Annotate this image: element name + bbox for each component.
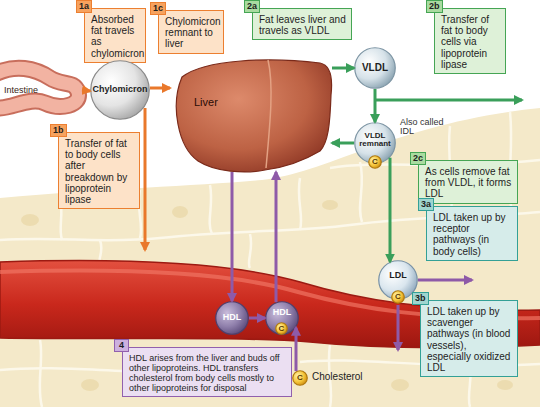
lipoprotein-particle: VLDL (354, 47, 396, 89)
callout-number: 1c (150, 2, 166, 15)
node-label: C (391, 293, 405, 301)
intestine-wall (0, 68, 78, 108)
liver-outline (176, 60, 331, 172)
particle-outline (266, 302, 299, 335)
lipoprotein-particle: Chylomicron (90, 60, 150, 120)
callout-number: 1a (76, 0, 92, 13)
callout-number: 1b (50, 124, 67, 137)
flow-arrow (389, 158, 392, 262)
shape-outline (170, 55, 332, 172)
callout-text: Transfer of fat to body cells via lipopr… (441, 14, 501, 70)
particle-outline (276, 323, 288, 335)
callout-box: 1cChylomicron remnant to liver (158, 10, 224, 54)
particle-outline (392, 291, 405, 304)
cholesterol-badge: C (391, 290, 405, 304)
lipoprotein-particle: VLDL remnantAlso called IDLC (354, 122, 396, 164)
callout-number: 2c (410, 152, 426, 165)
node-label: HDL (265, 309, 299, 318)
cell-membrane (299, 178, 301, 230)
particle-outline (355, 48, 396, 89)
cell-membrane (249, 234, 251, 268)
flow-arrow (275, 172, 278, 302)
callout-number: 4 (114, 339, 129, 352)
callout-text: As cells remove fat from VLDL, it forms … (425, 166, 513, 200)
flow-arrow (332, 67, 354, 70)
callout-text: HDL arises from the liver and buds off o… (129, 353, 287, 393)
particle-outline (293, 371, 308, 386)
node-label: LDL (378, 271, 418, 280)
callout-box: 2bTransfer of fat to body cells via lipo… (434, 8, 506, 74)
node-label: HDL (215, 313, 249, 322)
flow-arrow (82, 90, 90, 91)
callout-box: 2aFat leaves liver and travels as VLDL (252, 8, 352, 40)
flow-arrow (374, 89, 377, 122)
node-label: Intestine (4, 86, 38, 95)
cell-nucleus (497, 380, 513, 390)
callout-number: 3b (412, 292, 429, 305)
intestine-organ: Intestine (0, 62, 82, 120)
cholesterol-badge: CCholesterol (292, 370, 308, 386)
node-label: C (368, 158, 382, 166)
node-label: VLDL remnant (354, 131, 396, 148)
cell-nucleus (21, 214, 39, 226)
fat-transfer-arrow (375, 99, 522, 102)
node-label: Chylomicron (90, 85, 150, 94)
callout-text: LDL taken up by scavenger pathways (in b… (427, 306, 513, 373)
side-label: Cholesterol (312, 372, 363, 383)
liver-ligament (266, 60, 271, 168)
callout-text: Transfer of fat to body cells after brea… (65, 138, 135, 205)
particle-outline (369, 156, 382, 169)
flow-arrow (332, 142, 354, 145)
lipoprotein-particle: HDL (215, 301, 249, 335)
intestine-tube (0, 68, 78, 108)
cholesterol-badge: C (275, 322, 288, 335)
callout-box: 1aAbsorbed fat travels as chylomicron (84, 8, 146, 63)
node-label: Liver (194, 97, 218, 109)
callout-number: 2b (426, 0, 443, 13)
node-label: VLDL (354, 63, 396, 74)
callout-text: LDL taken up by receptor pathways (in bo… (433, 212, 513, 257)
callout-number: 2a (244, 0, 260, 13)
node-label: C (292, 374, 308, 382)
callout-text: Chylomicron remnant to liver (165, 16, 219, 50)
callout-box: 3aLDL taken up by receptor pathways (in … (426, 206, 518, 261)
cell-nucleus (172, 206, 188, 218)
cell-nucleus (81, 379, 99, 391)
side-label: Also called IDL (400, 118, 452, 137)
node-label: C (275, 324, 288, 332)
cell-nucleus (391, 379, 409, 391)
cell-nucleus (322, 200, 338, 210)
callout-box: 4HDL arises from the liver and buds off … (122, 347, 292, 397)
uptake-arrow (418, 279, 472, 282)
fat-transfer-arrow (144, 108, 147, 250)
callout-box: 3bLDL taken up by scavenger pathways (in… (420, 300, 518, 377)
callout-box: 1bTransfer of fat to body cells after br… (58, 132, 140, 209)
flow-arrow (249, 317, 265, 320)
cell-membrane (40, 340, 42, 407)
cell-membrane (360, 162, 362, 222)
liver-organ: Liver (170, 55, 332, 172)
lipoprotein-particle: HDL C (265, 301, 299, 335)
flow-arrow (295, 328, 298, 371)
cell-membrane (100, 240, 102, 262)
callout-text: Fat leaves liver and travels as VLDL (259, 14, 347, 36)
callout-text: Absorbed fat travels as chylomicron (91, 14, 141, 59)
particle-outline (216, 302, 249, 335)
particle-outline (91, 61, 150, 120)
flow-arrow (150, 87, 170, 90)
callout-number: 3a (418, 198, 434, 211)
cell-membrane (210, 185, 212, 234)
uptake-arrow (397, 305, 400, 350)
cholesterol-badge: C (368, 155, 382, 169)
flow-arrow (231, 172, 234, 301)
